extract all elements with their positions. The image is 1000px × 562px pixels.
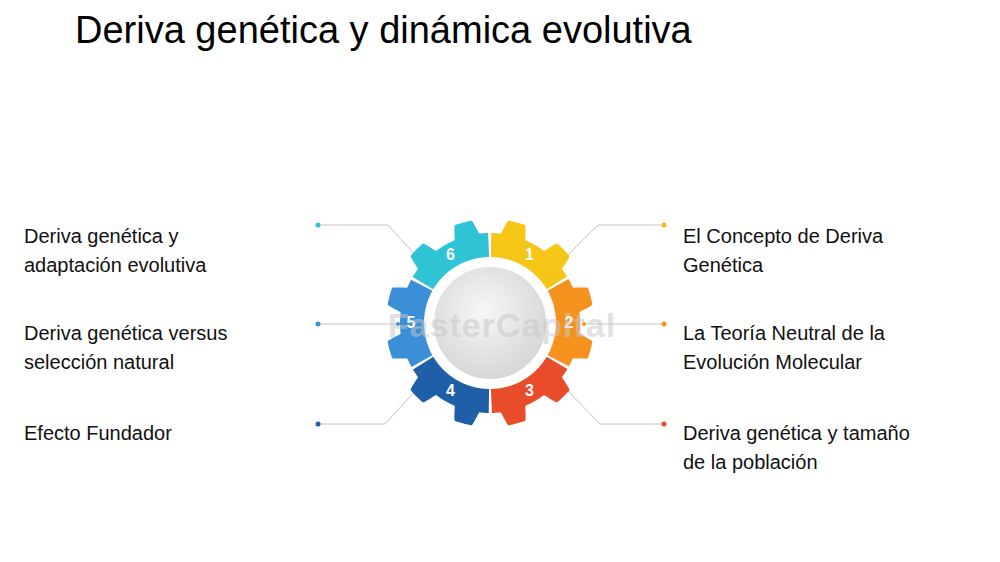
gear-segment-fill — [491, 221, 570, 290]
topic-label: Deriva genética versus selección natural — [24, 319, 269, 377]
leader-line — [565, 225, 664, 258]
topic-label: El Concepto de Deriva Genética — [683, 222, 928, 280]
leader-line — [567, 390, 664, 424]
leader-dot — [662, 422, 667, 427]
topic-label: La Teoría Neutral de la Evolución Molecu… — [683, 319, 928, 377]
leader-line — [318, 324, 398, 325]
callout-number: 1 — [525, 246, 534, 264]
leader-line — [318, 225, 418, 258]
topic-label: Efecto Fundador — [24, 419, 269, 448]
leader-dot — [316, 422, 321, 427]
diagram-title: Deriva genética y dinámica evolutiva — [75, 8, 692, 52]
gear-segment-fill — [411, 221, 489, 290]
leader-dot — [316, 223, 321, 228]
watermark: FasterCapital — [388, 305, 616, 345]
leader-line — [318, 390, 416, 424]
topic-label: Deriva genética y tamaño de la población — [683, 419, 928, 477]
callout-number: 6 — [446, 246, 455, 264]
topic-label: Deriva genética y adaptación evolutiva — [24, 222, 269, 280]
leader-dot — [316, 322, 321, 327]
gear-segment-fill — [411, 357, 490, 426]
gear-segment-fill — [491, 357, 569, 426]
callout-number: 3 — [525, 382, 534, 400]
leader-dot — [662, 322, 667, 327]
callout-number: 4 — [446, 382, 455, 400]
leader-dot — [662, 223, 667, 228]
